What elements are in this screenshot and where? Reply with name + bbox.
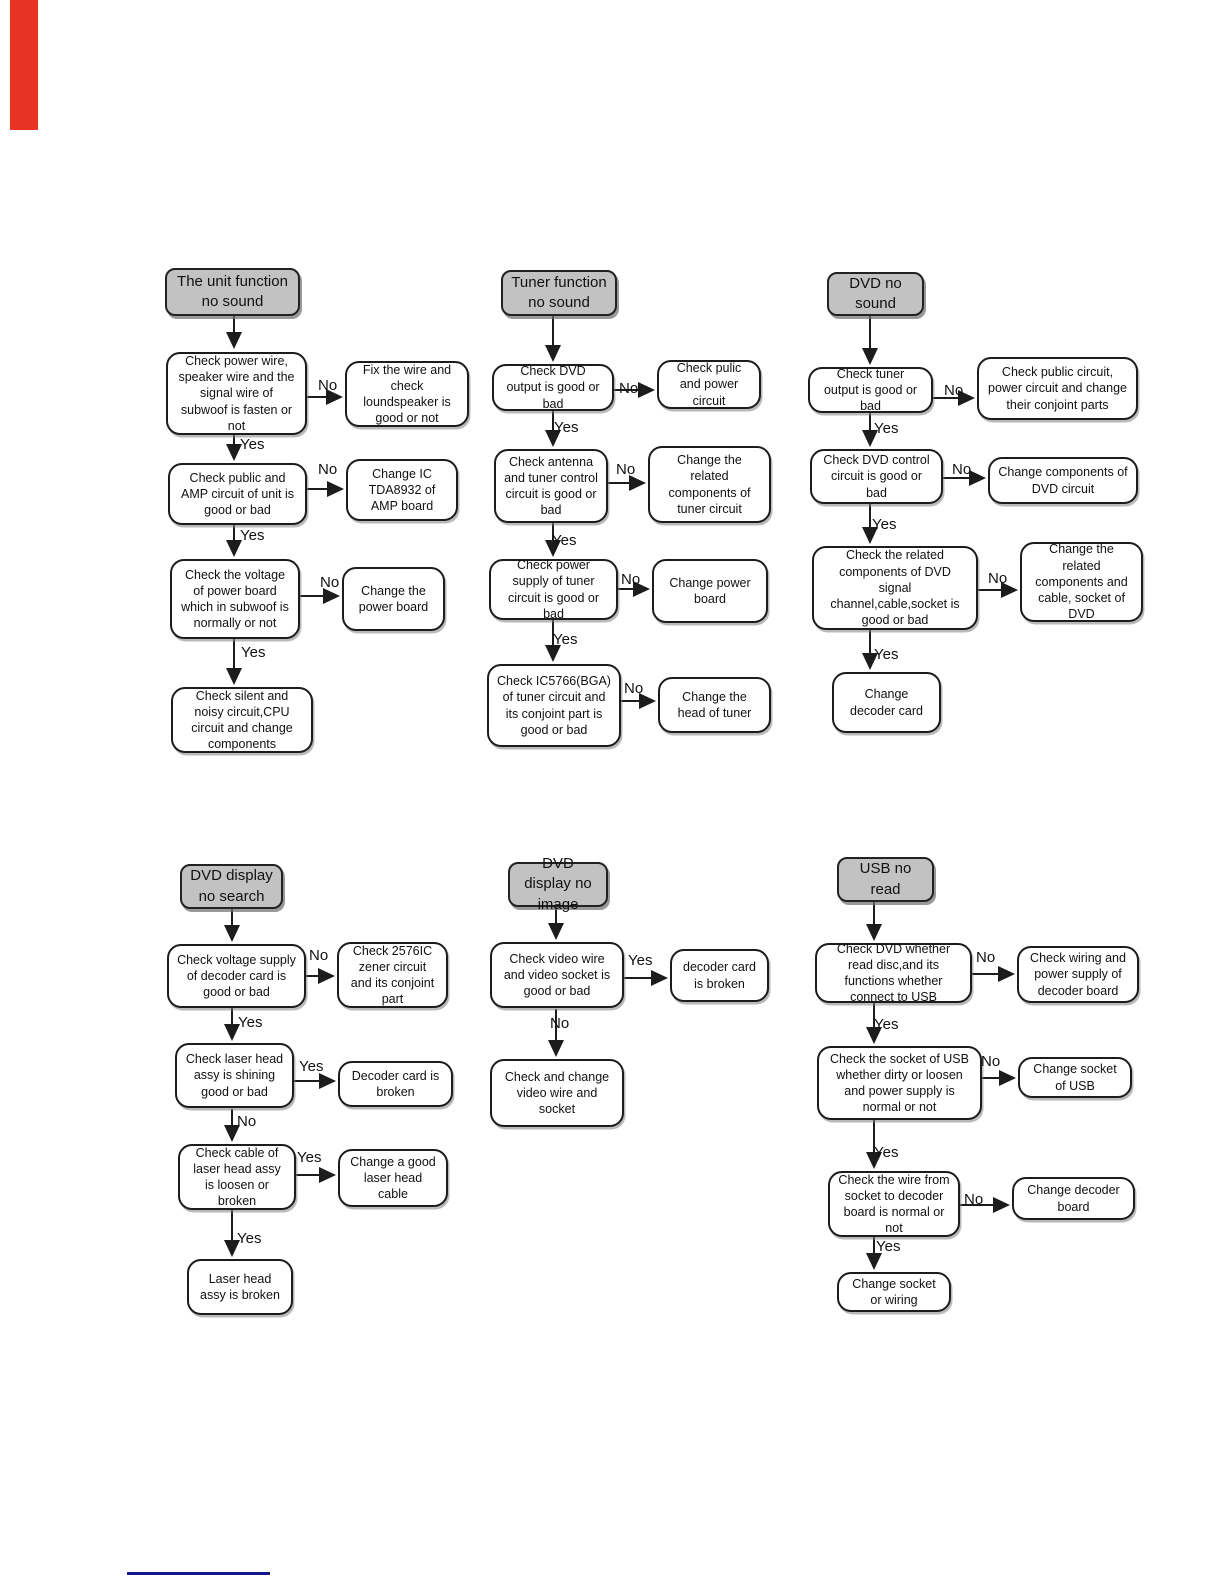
dvd-step-3: Check the related components of DVD sign…	[812, 546, 978, 630]
yes-label: Yes	[238, 1014, 263, 1031]
no-label: No	[944, 382, 964, 399]
usb-step-3: Check the wire from socket to decoder bo…	[828, 1171, 960, 1237]
no-label: No	[976, 949, 996, 966]
unit-result-3: Change the power board	[342, 567, 445, 631]
unit-step-2: Check public and AMP circuit of unit is …	[168, 463, 307, 525]
no-label: No	[616, 461, 636, 478]
tuner-result-1: Check pulic and power circuit	[657, 360, 761, 409]
no-label: No	[320, 574, 340, 591]
usb-result-2: Change socket of USB	[1018, 1057, 1132, 1098]
tuner-result-3: Change power board	[652, 559, 768, 623]
tuner-step-1: Check DVD output is good or bad	[492, 364, 614, 411]
usb-result-1: Check wiring and power supply of decoder…	[1017, 946, 1139, 1003]
no-label: No	[981, 1053, 1001, 1070]
search-step-2: Check laser head assy is shining good or…	[175, 1043, 294, 1108]
dvd-step-1: Check tuner output is good or bad	[808, 367, 933, 413]
usb-no-read-title: USB no read	[837, 857, 934, 902]
no-label: No	[952, 461, 972, 478]
yes-label: Yes	[872, 516, 897, 533]
no-label: No	[318, 377, 338, 394]
yes-label: Yes	[240, 436, 265, 453]
tuner-step-4: Check IC5766(BGA) of tuner circuit and i…	[487, 664, 621, 747]
no-label: No	[318, 461, 338, 478]
tuner-step-2: Check antenna and tuner control circuit …	[494, 449, 608, 523]
dvd-result-2: Change components of DVD circuit	[988, 457, 1138, 504]
search-result-1: Check 2576IC zener circuit and its conjo…	[337, 942, 448, 1008]
usb-result-3: Change decoder board	[1012, 1177, 1135, 1220]
no-label: No	[619, 380, 639, 397]
image-step-1: Check video wire and video socket is goo…	[490, 942, 624, 1008]
unit-result-2: Change IC TDA8932 of AMP board	[346, 459, 458, 521]
unit-result-1: Fix the wire and check loundspeaker is g…	[345, 361, 469, 427]
image-result-1: decoder card is broken	[670, 949, 769, 1002]
dvd-no-sound-title: DVD no sound	[827, 272, 924, 316]
search-result-3: Change a good laser head cable	[338, 1149, 448, 1207]
yes-label: Yes	[874, 1016, 899, 1033]
dvd-no-image-title: DVD display no image	[508, 855, 608, 913]
unit-step-1: Check power wire, speaker wire and the s…	[166, 352, 307, 435]
dvd-step-2: Check DVD control circuit is good or bad	[810, 449, 943, 504]
tuner-result-4: Change the head of tuner	[658, 677, 771, 733]
no-label: No	[621, 571, 641, 588]
usb-step-4: Change socket or wiring	[837, 1272, 951, 1312]
yes-label: Yes	[554, 419, 579, 436]
dvd-step-4: Change decoder card	[832, 672, 941, 733]
search-result-2: Decoder card is broken	[338, 1061, 453, 1107]
unit-step-4: Check silent and noisy circuit,CPU circu…	[171, 687, 313, 753]
dvd-no-search-title: DVD display no search	[180, 864, 283, 909]
footer-link-underline[interactable]	[127, 1572, 270, 1575]
unit-no-sound-title: The unit function no sound	[165, 268, 300, 316]
search-step-1: Check voltage supply of decoder card is …	[167, 944, 306, 1008]
yes-label: Yes	[552, 532, 577, 549]
yes-label: Yes	[874, 420, 899, 437]
no-label: No	[624, 680, 644, 697]
tuner-step-3: Check power supply of tuner circuit is g…	[489, 558, 618, 621]
image-step-2: Check and change video wire and socket	[490, 1059, 624, 1127]
no-label: No	[988, 570, 1008, 587]
yes-label: Yes	[241, 644, 266, 661]
yes-label: Yes	[553, 631, 578, 648]
yes-label: Yes	[297, 1149, 322, 1166]
no-label: No	[237, 1113, 257, 1130]
yes-label: Yes	[299, 1058, 324, 1075]
yes-label: Yes	[874, 646, 899, 663]
yes-label: Yes	[240, 527, 265, 544]
dvd-result-3: Change the related components and cable,…	[1020, 542, 1143, 622]
search-step-3: Check cable of laser head assy is loosen…	[178, 1144, 296, 1210]
dvd-result-1: Check public circuit, power circuit and …	[977, 357, 1138, 420]
yes-label: Yes	[874, 1144, 899, 1161]
red-margin-marker	[10, 0, 38, 130]
tuner-no-sound-title: Tuner function no sound	[501, 270, 617, 316]
usb-step-2: Check the socket of USB whether dirty or…	[817, 1046, 982, 1120]
no-label: No	[309, 947, 329, 964]
usb-step-1: Check DVD whether read disc,and its func…	[815, 942, 972, 1004]
unit-step-3: Check the voltage of power board which i…	[170, 559, 300, 639]
no-label: No	[550, 1015, 570, 1032]
tuner-result-2: Change the related components of tuner c…	[648, 446, 771, 523]
yes-label: Yes	[237, 1230, 262, 1247]
no-label: No	[964, 1191, 984, 1208]
search-step-4: Laser head assy is broken	[187, 1259, 293, 1315]
yes-label: Yes	[876, 1238, 901, 1255]
yes-label: Yes	[628, 952, 653, 969]
